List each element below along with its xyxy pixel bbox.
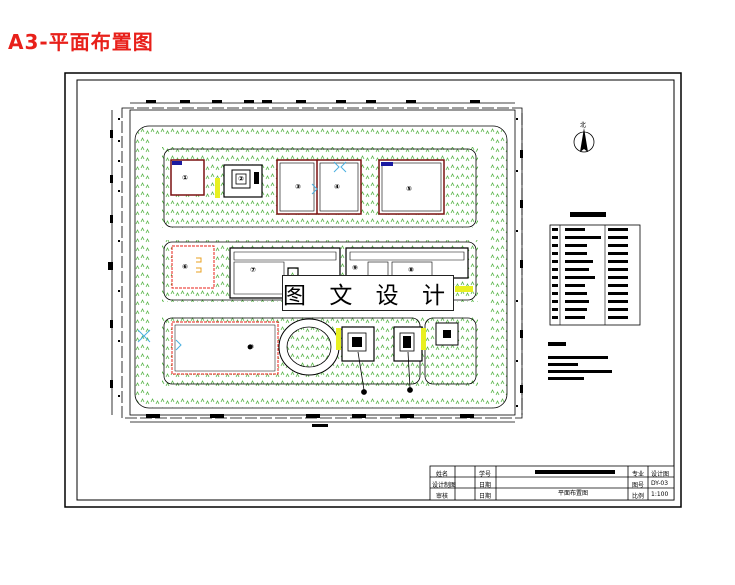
room-label-2: ② [238, 175, 244, 183]
tb-r2-c5: DY-03 [651, 480, 669, 487]
building-1 [170, 159, 205, 196]
tb-r2-c1: 设计制图 [432, 482, 457, 489]
leader-lines [247, 344, 413, 395]
building-8 [171, 321, 279, 375]
tb-r2-c4: 图号 [632, 482, 645, 489]
gate-4 [175, 339, 182, 351]
title-block-grid [429, 465, 675, 501]
design-notes [548, 342, 612, 380]
building-3 [276, 159, 362, 215]
room-label-4: ④ [334, 183, 340, 191]
room-label-5: ⑤ [406, 185, 412, 193]
tb-r3-c3: 平面布置图 [558, 490, 589, 497]
room-label-1: ① [182, 174, 188, 182]
legend-table [549, 212, 641, 326]
compass-north-label: 北 [580, 122, 587, 129]
building-2 [223, 164, 263, 198]
building-9 [341, 326, 375, 362]
circular-plaza [278, 318, 340, 376]
building-11 [435, 322, 459, 346]
boundary-markers [118, 118, 518, 407]
room-label-8: ⑧ [408, 266, 414, 274]
north-compass [573, 128, 595, 153]
yellow-marker-3 [336, 328, 341, 350]
yellow-marker-4 [421, 328, 426, 350]
page-title: A3-平面布置图 [8, 30, 154, 54]
room-label-3: ③ [295, 183, 301, 191]
gate-3 [137, 329, 151, 343]
sheet-outer-frame [64, 72, 682, 508]
sheet-inner-frame [76, 79, 675, 501]
tb-r1-c2: 学号 [479, 471, 492, 478]
room-label-7: ⑦ [250, 266, 256, 274]
tb-r3-c1: 审核 [436, 493, 449, 500]
gate-2 [311, 183, 318, 195]
room-label-6: ⑥ [182, 263, 188, 271]
tb-r3-c5: 1:100 [651, 491, 669, 498]
watermark-label: 图 文 设 计 [282, 275, 454, 311]
building-5 [171, 245, 215, 289]
tb-r3-c4: 比例 [632, 493, 645, 500]
tb-r1-c1: 姓名 [436, 471, 449, 478]
tb-r3-c2: 日期 [479, 493, 492, 500]
room-label-10: ⑩ [248, 343, 254, 351]
tb-r2-c2: 日期 [479, 482, 492, 489]
tb-r1-c6: 设计图 [651, 471, 670, 478]
room-label-9: ⑨ [352, 264, 358, 272]
tb-r1-c5: 专业 [632, 471, 645, 478]
gate-1 [333, 161, 347, 173]
building-4 [378, 159, 445, 215]
dimension-ticks [108, 100, 523, 427]
yellow-marker-2 [455, 286, 473, 292]
yellow-marker-1 [215, 178, 220, 198]
